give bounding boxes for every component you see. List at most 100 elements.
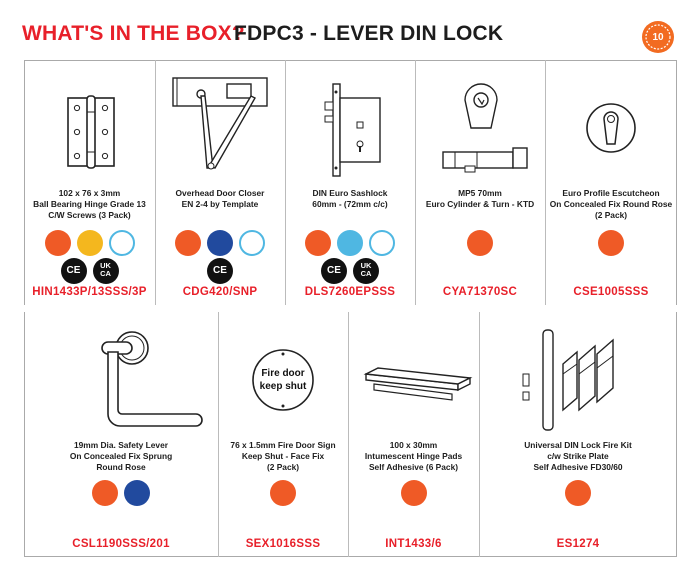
description-line: Keep Shut - Face Fix [241, 451, 325, 461]
product-code: ES1274 [556, 538, 600, 550]
product-card: 100 x 30mm Intumescent Hinge Pads Self A… [348, 312, 479, 557]
fire-door-sign-icon: Fire door keep shut [218, 324, 348, 436]
ukca-uk: UK [100, 261, 111, 270]
column-divider [155, 60, 156, 305]
ukca-ca: CA [360, 269, 372, 278]
ce-label: CE [327, 265, 341, 276]
header: WHAT'S IN THE BOX? FDPC3 - LEVER DIN LOC… [0, 0, 700, 58]
certification-badges [24, 480, 218, 506]
certification-badges [218, 480, 348, 506]
product-code: CDG420/SNP [182, 286, 258, 298]
column-divider [348, 312, 349, 557]
ce-mark-icon: CE [207, 258, 233, 284]
fire-rated-icon [92, 480, 118, 506]
door-closer-icon [155, 72, 285, 184]
conformity-badges: CE [155, 258, 285, 284]
fire-rated-icon [44, 230, 71, 256]
product-description: 100 x 30mm Intumescent Hinge Pads Self A… [352, 440, 475, 473]
product-description: DIN Euro Sashlock 60mm - (72mm c/c) [289, 188, 411, 210]
hinge-icon [24, 72, 155, 184]
product-description: 102 x 76 x 3mm Ball Bearing Hinge Grade … [28, 188, 151, 221]
description-line: C/W Screws (3 Pack) [48, 210, 131, 220]
product-description: Overhead Door Closer EN 2-4 by Template [159, 188, 281, 210]
certification-badges [479, 480, 677, 506]
product-row-1: 102 x 76 x 3mm Ball Bearing Hinge Grade … [24, 60, 677, 305]
product-card: Euro Profile Escutcheon On Concealed Fix… [545, 60, 677, 305]
sign-text-line-2: keep shut [260, 381, 307, 392]
guarantee-badge-text: 10 [652, 32, 664, 43]
product-description: 19mm Dia. Safety Lever On Concealed Fix … [28, 440, 214, 473]
product-description: 76 x 1.5mm Fire Door Sign Keep Shut - Fa… [222, 440, 344, 473]
product-code: INT1433/6 [385, 538, 442, 550]
column-divider [415, 60, 416, 305]
escutcheon-icon [545, 72, 677, 184]
description-line: (2 Pack) [594, 210, 628, 220]
fire-rated-icon [305, 230, 331, 256]
fire-rated-icon [270, 480, 296, 506]
product-row-2: 19mm Dia. Safety Lever On Concealed Fix … [24, 312, 677, 557]
ce-mark-icon: CE [60, 258, 87, 284]
description-line: Overhead Door Closer [175, 188, 265, 198]
fire-kit-icon [479, 324, 677, 436]
approved-tick-icon [76, 230, 103, 256]
ce-label: CE [213, 265, 227, 276]
page-title-product: FDPC3 - LEVER DIN LOCK [234, 22, 504, 45]
description-line: 100 x 30mm [389, 440, 438, 450]
fire-rated-icon [565, 480, 591, 506]
fire-rated-icon [400, 480, 427, 506]
page-title-prefix: WHAT'S IN THE BOX? [22, 22, 245, 45]
description-line: 76 x 1.5mm Fire Door Sign [230, 440, 336, 450]
product-code: DLS7260EPSSS [304, 286, 396, 298]
product-code: HIN1433P/13SSS/3P [32, 286, 147, 298]
certification-badges [155, 230, 285, 256]
certification-badges [24, 230, 155, 256]
description-line: 60mm - (72mm c/c) [312, 199, 388, 209]
certifire-icon [369, 230, 395, 256]
description-line: EN 2-4 by Template [181, 199, 259, 209]
product-card: DIN Euro Sashlock 60mm - (72mm c/c) CE UK… [285, 60, 415, 305]
description-line: MP5 70mm [458, 188, 502, 198]
description-line: DIN Euro Sashlock [312, 188, 388, 198]
product-card: MP5 70mm Euro Cylinder & Turn - KTD CYA7… [415, 60, 545, 305]
approved-tick-icon [337, 230, 363, 256]
column-divider [479, 312, 480, 557]
product-card: Overhead Door Closer EN 2-4 by Template … [155, 60, 285, 305]
description-line: Universal DIN Lock Fire Kit [524, 440, 632, 450]
description-line: Self Adhesive FD30/60 [533, 462, 623, 472]
product-code: CSE1005SSS [573, 286, 649, 298]
description-line: 102 x 76 x 3mm [58, 188, 121, 198]
certification-badges [285, 230, 415, 256]
approved-tick-icon [207, 230, 233, 256]
column-divider [545, 60, 546, 305]
ten-year-guarantee-icon: 10 [641, 20, 675, 54]
ukca-uk: UK [360, 261, 372, 270]
certification-badges [348, 480, 479, 506]
certification-badges [415, 230, 545, 256]
product-code: CSL1190SSS/201 [72, 538, 170, 550]
hinge-pads-icon [348, 324, 479, 436]
description-line: c/w Strike Plate [547, 451, 609, 461]
ce-label: CE [66, 265, 81, 276]
fire-rated-icon [175, 230, 201, 256]
column-divider [218, 312, 219, 557]
description-line: On Concealed Fix Sprung [69, 451, 173, 461]
fire-rated-icon [598, 230, 624, 256]
description-line: Intumescent Hinge Pads [364, 451, 463, 461]
column-divider [285, 60, 286, 305]
product-card: 102 x 76 x 3mm Ball Bearing Hinge Grade … [24, 60, 155, 305]
sign-text-line-1: Fire door [261, 368, 304, 379]
product-code: SEX1016SSS [245, 538, 321, 550]
product-description: MP5 70mm Euro Cylinder & Turn - KTD [419, 188, 541, 210]
certifire-icon [239, 230, 265, 256]
description-line: (2 Pack) [266, 462, 300, 472]
lever-handle-icon [24, 324, 218, 436]
description-line: On Concealed Fix Round Rose [549, 199, 673, 209]
description-line: Euro Profile Escutcheon [562, 188, 660, 198]
certifire-icon [108, 230, 135, 256]
